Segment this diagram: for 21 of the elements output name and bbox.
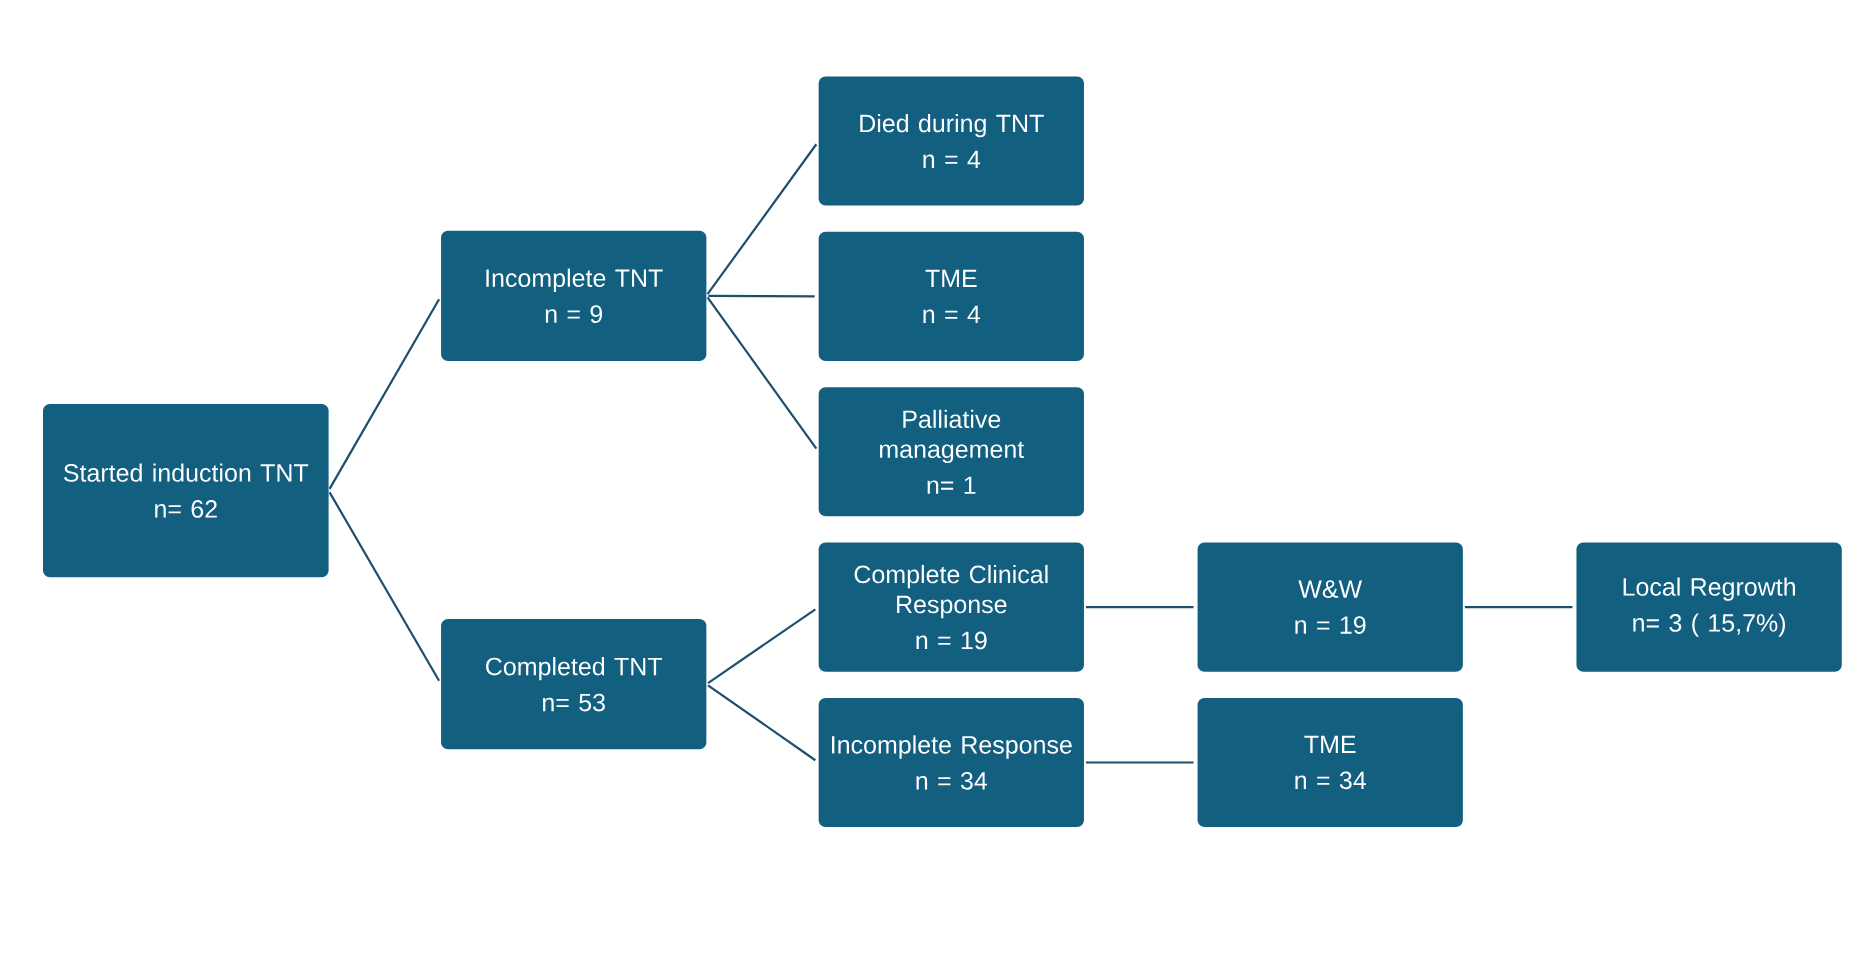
process-box: Incomplete Response n = 34 [818, 697, 1084, 828]
process-box: W&W n = 19 [1197, 542, 1463, 672]
process-box: Complete Clinical Response n = 19 [818, 542, 1084, 672]
connector-line [1085, 761, 1194, 764]
connector-line [706, 296, 818, 450]
connector-line [1464, 606, 1573, 609]
process-box: Local Regrowth n= 3 ( 15,7%) [1576, 542, 1842, 672]
process-box: TME n = 4 [818, 231, 1084, 361]
connector-line [1085, 606, 1194, 609]
process-box: Died during TNT n = 4 [818, 76, 1084, 206]
process-box: Palliative management n= 1 [818, 387, 1084, 517]
connector-line [706, 143, 818, 295]
connector-line [708, 294, 815, 298]
process-box: Incomplete TNT n = 9 [441, 230, 707, 361]
process-box: TME n = 34 [1197, 697, 1463, 828]
connector-line [707, 608, 816, 684]
process-box: Started induction TNT n= 62 [43, 403, 329, 578]
connector-line [328, 298, 440, 490]
connector-line [328, 491, 440, 682]
process-box: Completed TNT n= 53 [441, 619, 707, 750]
connector-line [707, 684, 816, 762]
